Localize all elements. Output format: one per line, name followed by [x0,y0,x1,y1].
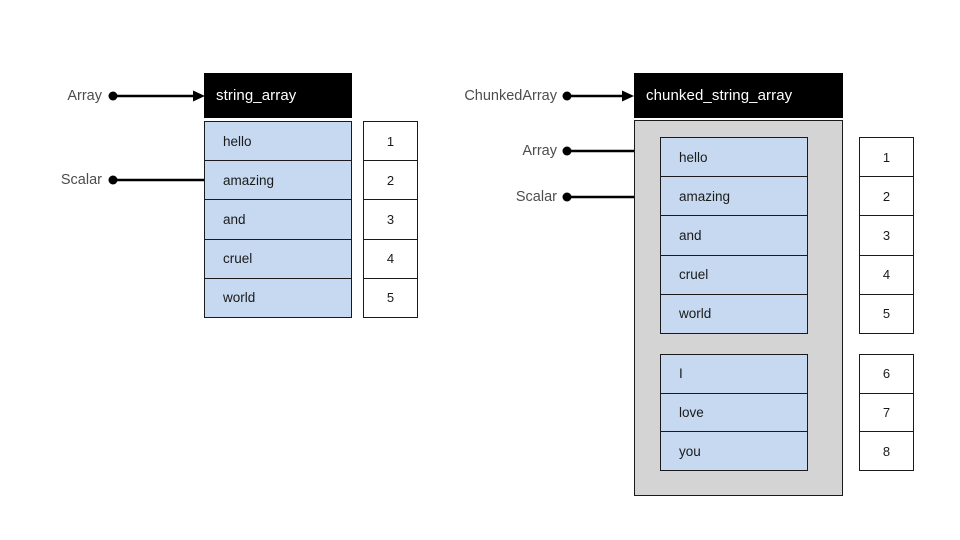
right-value-cell: I [661,355,807,394]
right-chunk-1-value-table: hello amazing and cruel world [660,137,808,334]
left-value-cell: amazing [205,161,351,201]
right-value-cell: and [661,216,807,256]
right-index-table-group-2: 6 7 8 [859,354,914,471]
right-index-cell: 3 [860,216,913,256]
right-index-cell: 1 [860,138,913,178]
right-value-cell: hello [661,138,807,178]
right-index-cell: 6 [860,355,913,394]
left-index-cell: 4 [364,240,417,279]
right-pointer-label-chunkedarray: ChunkedArray [464,88,557,104]
left-value-cell: cruel [205,240,351,279]
left-index-cell: 1 [364,122,417,162]
left-pointer-label-array: Array [67,88,102,104]
right-pointer-label-array: Array [522,143,557,159]
left-array-arrow-icon [108,90,205,102]
right-value-cell: cruel [661,256,807,295]
left-index-cell: 5 [386,290,395,306]
left-pointer-label-scalar: Scalar [60,172,102,188]
right-chunk-2-value-table: I love you [660,354,808,471]
right-header-box: chunked_string_array [634,73,843,118]
left-value-cell: world [223,290,256,306]
right-value-cell: amazing [661,177,807,217]
left-value-table: hello amazing and cruel world [204,121,352,318]
right-index-cell: 2 [860,177,913,217]
right-chunkedarray-arrow-icon [562,90,634,102]
right-index-table-group-1: 1 2 3 4 5 [859,137,914,334]
left-index-cell: 2 [364,161,417,201]
right-index-cell: 5 [882,306,891,322]
left-value-cell: and [205,200,351,240]
right-value-cell: love [661,394,807,433]
left-value-cell: hello [205,122,351,162]
right-pointer-label-scalar: Scalar [515,189,557,205]
right-index-cell: 4 [860,256,913,295]
left-index-table: 1 2 3 4 5 [363,121,418,318]
left-header-box: string_array [204,73,352,118]
left-index-cell: 3 [364,200,417,240]
right-value-cell: you [679,443,701,459]
right-index-cell: 7 [860,394,913,433]
right-value-cell: world [679,306,712,322]
right-index-cell: 8 [882,443,891,459]
